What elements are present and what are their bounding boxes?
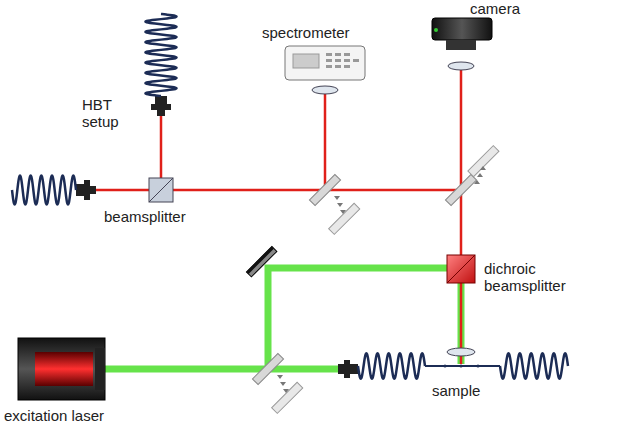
component-label: spectrometer bbox=[262, 24, 372, 41]
component-label: excitation laser bbox=[4, 407, 154, 424]
flip-mirror bbox=[309, 174, 359, 234]
fiber-coil bbox=[500, 353, 568, 378]
green-beam bbox=[105, 268, 461, 369]
fiber-coil bbox=[358, 353, 425, 378]
camera-body bbox=[432, 18, 492, 50]
dichroic-cube bbox=[447, 255, 475, 283]
fiber-coil bbox=[145, 14, 176, 96]
dichroic-diagonal bbox=[447, 255, 475, 283]
sample-chip bbox=[425, 365, 500, 368]
flip-mirror bbox=[445, 146, 499, 206]
component-label: camera bbox=[470, 0, 540, 17]
spectrometer-body bbox=[285, 46, 365, 80]
red-beam bbox=[95, 70, 461, 364]
flip-mirror bbox=[252, 353, 302, 413]
component-label: HBT setup bbox=[82, 96, 142, 130]
flip-mirrors bbox=[252, 146, 499, 414]
lens bbox=[312, 62, 475, 356]
mirror bbox=[246, 246, 276, 276]
beamsplitter-diagonal bbox=[149, 178, 173, 202]
component-label: sample bbox=[432, 382, 512, 399]
fiber-coils bbox=[12, 14, 568, 379]
fiber-coil bbox=[12, 175, 76, 204]
beamsplitter-cube bbox=[149, 178, 173, 202]
component-label: beamsplitter bbox=[104, 208, 214, 225]
fiber-connector bbox=[76, 96, 358, 378]
component-label: dichroic beamsplitter bbox=[484, 260, 584, 294]
excitation-laser bbox=[18, 338, 105, 400]
